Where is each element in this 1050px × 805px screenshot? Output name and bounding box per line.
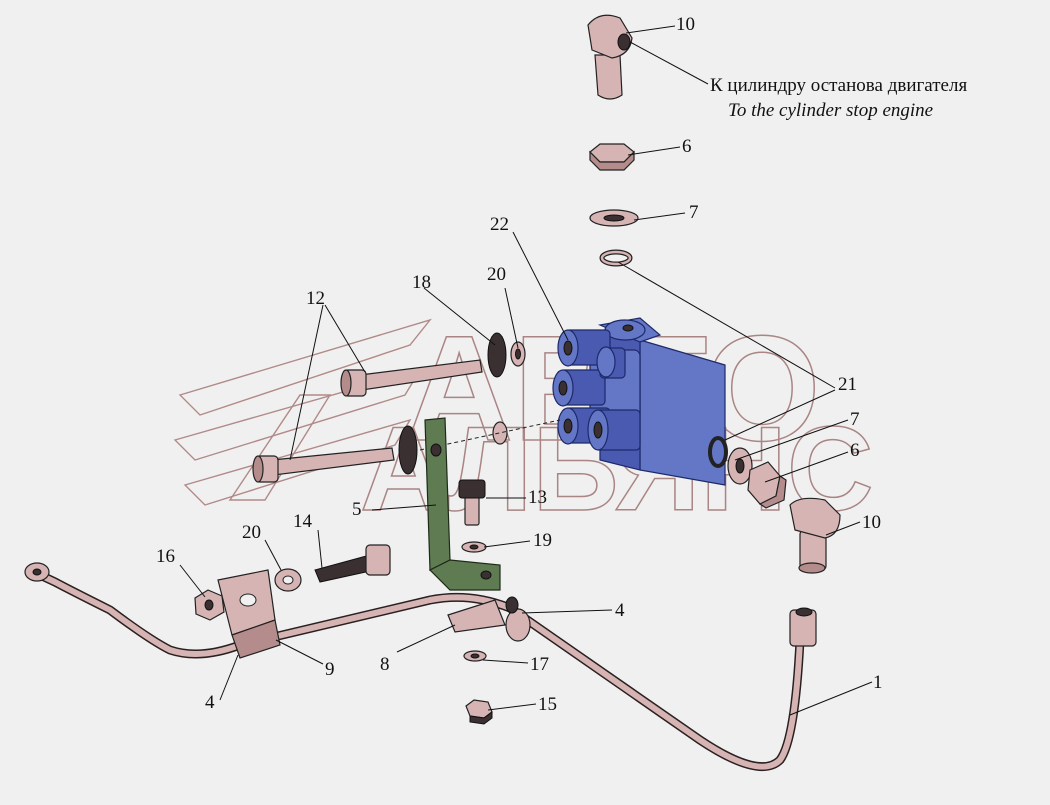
- label-6-top: 6: [682, 136, 692, 157]
- label-10-top: 10: [676, 14, 695, 35]
- label-8: 8: [380, 654, 390, 675]
- hex-nut-15: [465, 699, 493, 725]
- bolt-upper: [340, 359, 483, 397]
- leader-lines: [179, 25, 873, 716]
- bolt-small: [458, 479, 486, 526]
- clip-plate: [217, 569, 281, 659]
- label-15: 15: [538, 694, 557, 715]
- label-20-upper: 20: [487, 264, 506, 285]
- label-21: 21: [838, 374, 857, 395]
- label-6-right: 6: [850, 440, 860, 461]
- label-9: 9: [325, 659, 335, 680]
- washer-small-lower: [492, 421, 508, 445]
- hex-nut-16: [194, 589, 225, 621]
- note-russian: К цилиндру останова двигателя: [710, 75, 967, 96]
- tube-pipe: [24, 562, 817, 772]
- label-20-left: 20: [242, 522, 261, 543]
- hex-nut-right: [747, 461, 787, 509]
- callout-labels: 10 6 7 22 18 20 12 21 7 6 10 13 5 19 14 …: [156, 14, 883, 715]
- hex-nut-top: [589, 143, 635, 171]
- label-4-right: 4: [615, 600, 625, 621]
- bolt-14: [314, 544, 391, 583]
- label-7-right: 7: [850, 409, 860, 430]
- label-10-right: 10: [862, 512, 881, 533]
- label-1: 1: [873, 672, 883, 693]
- banjo-fitting-right: [789, 497, 841, 574]
- watermark-logo: [173, 318, 432, 506]
- label-18: 18: [412, 272, 431, 293]
- washer-large-lower: [398, 425, 418, 475]
- bracket: [424, 417, 501, 591]
- label-13: 13: [528, 487, 547, 508]
- label-16: 16: [156, 546, 175, 567]
- label-5: 5: [352, 499, 362, 520]
- note-english: To the cylinder stop engine: [728, 100, 933, 121]
- washer-large-upper: [487, 332, 507, 378]
- o-ring-right: [708, 436, 728, 468]
- label-19: 19: [533, 530, 552, 551]
- banjo-fitting-top: [587, 14, 633, 100]
- bolt-lower: [252, 447, 395, 483]
- valve-block: [552, 317, 726, 486]
- label-7-top: 7: [689, 202, 699, 223]
- label-22: 22: [490, 214, 509, 235]
- label-12: 12: [306, 288, 325, 309]
- label-17: 17: [530, 654, 549, 675]
- label-14: 14: [293, 511, 313, 532]
- clip-8: [447, 596, 531, 642]
- label-4-left: 4: [205, 692, 215, 713]
